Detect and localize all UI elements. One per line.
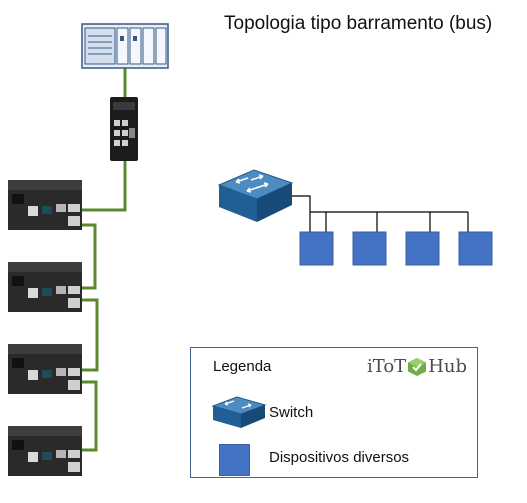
motor-controller-icon-3 xyxy=(8,344,82,394)
green-cable-chain xyxy=(80,68,127,452)
device-square-icon-4 xyxy=(458,231,493,266)
plc-rack-icon xyxy=(81,23,169,69)
legend-box: Legenda iToT Hub Switch Dispositivos div… xyxy=(190,347,478,478)
motor-controller-icon-1 xyxy=(8,180,82,230)
legend-device-icon xyxy=(219,444,250,476)
motor-controller-icon-4 xyxy=(8,426,82,476)
brand-logo: iToT Hub xyxy=(367,356,467,377)
network-switch-icon xyxy=(217,169,294,222)
switch-to-module-1-cable xyxy=(80,161,127,212)
brand-text-right: Hub xyxy=(428,356,467,377)
switch-drop-line xyxy=(292,195,311,232)
diagram-title: Topologia tipo barramento (bus) xyxy=(224,13,493,34)
legend-switch-label: Switch xyxy=(269,404,314,421)
module-3-to-4-cable xyxy=(80,380,98,452)
legend-title: Legenda xyxy=(213,358,272,375)
brand-text-left: iToT xyxy=(366,356,407,377)
module-1-to-2-cable xyxy=(80,223,97,290)
module-2-to-3-cable xyxy=(80,298,99,372)
brand-cube-icon xyxy=(408,357,427,376)
bus-lines xyxy=(292,195,469,232)
legend-device-label: Dispositivos diversos xyxy=(269,449,410,466)
device-square-icon-3 xyxy=(405,231,440,266)
legend-switch-icon xyxy=(211,396,267,428)
industrial-switch-icon xyxy=(110,97,138,161)
device-square-icon-1 xyxy=(299,231,334,266)
device-square-icon-2 xyxy=(352,231,387,266)
motor-controller-icon-2 xyxy=(8,262,82,312)
